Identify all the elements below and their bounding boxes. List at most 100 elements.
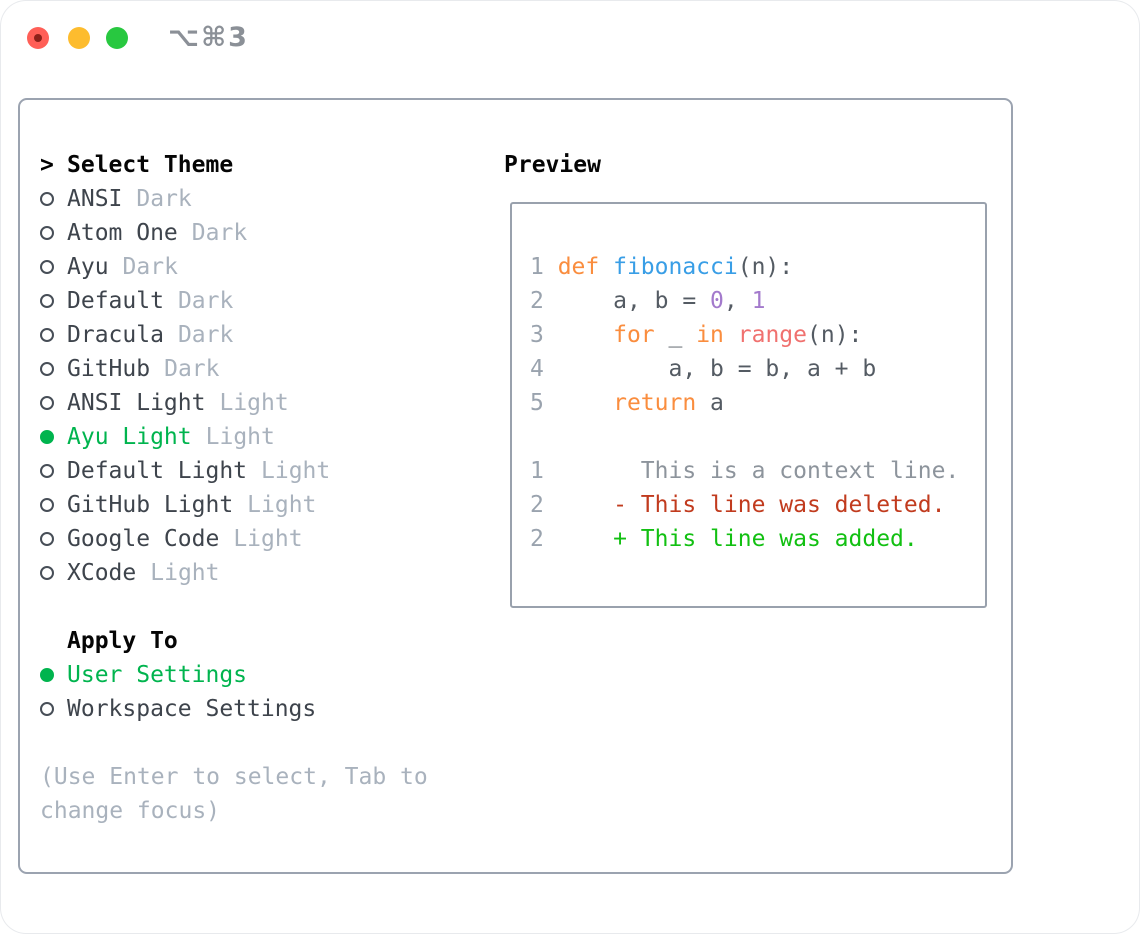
- code-token: range: [737, 322, 807, 348]
- theme-option[interactable]: Google Code Light: [40, 522, 428, 556]
- code-token: 0: [710, 288, 724, 314]
- apply-option-label: User Settings: [67, 662, 248, 688]
- line-number: 1: [530, 254, 558, 280]
- line-number: 1: [530, 458, 558, 484]
- radio-icon: [40, 498, 54, 512]
- line-number: 5: [530, 390, 558, 416]
- hint-text-line1: (Use Enter to select, Tab to: [40, 764, 428, 790]
- theme-option[interactable]: Ayu Light Light: [40, 420, 428, 454]
- line-number: 4: [530, 356, 558, 382]
- radio-marker: [40, 532, 67, 546]
- theme-option[interactable]: Default Dark: [40, 284, 428, 318]
- radio-icon: [40, 226, 54, 240]
- minimize-button[interactable]: [68, 27, 90, 49]
- theme-option[interactable]: GitHub Dark: [40, 352, 428, 386]
- theme-variant-tag: Dark: [177, 288, 234, 314]
- code-token: for: [613, 322, 655, 348]
- radio-marker: [40, 668, 67, 682]
- theme-name: Default Light: [67, 458, 248, 484]
- theme-name: GitHub Light: [67, 492, 234, 518]
- theme-name: GitHub: [67, 356, 151, 382]
- theme-variant-tag: Dark: [164, 356, 220, 382]
- code-token: [558, 390, 613, 416]
- diff-line: 2 - This line was deleted.: [530, 488, 985, 522]
- theme-variant-tag: Light: [219, 390, 289, 416]
- code-token: _: [654, 322, 697, 348]
- radio-marker: [40, 226, 67, 240]
- apply-to-title: Apply To: [67, 628, 178, 654]
- radio-marker: [40, 464, 67, 478]
- radio-marker: [40, 566, 67, 580]
- close-button[interactable]: [27, 27, 49, 49]
- code-token: a, b = b, a + b: [557, 356, 877, 382]
- radio-icon: [40, 260, 54, 274]
- radio-marker: [40, 396, 67, 410]
- code-token: def: [557, 254, 614, 280]
- radio-selected-icon: [40, 430, 54, 444]
- radio-marker: [40, 260, 67, 274]
- code-token: in: [696, 322, 724, 348]
- theme-option[interactable]: GitHub Light Light: [40, 488, 428, 522]
- code-token: [558, 322, 613, 348]
- theme-name: Ayu Light: [67, 424, 192, 450]
- select-theme-header-row: > Select Theme: [40, 148, 428, 182]
- code-token: - This line was deleted.: [557, 492, 946, 518]
- theme-variant-tag: Dark: [136, 186, 192, 212]
- radio-icon: [40, 566, 54, 580]
- line-number: 2: [530, 288, 558, 314]
- hint-text-line2: change focus): [40, 798, 221, 824]
- radio-marker: [40, 294, 67, 308]
- theme-name: Ayu: [67, 254, 109, 280]
- theme-variant-tag: Dark: [177, 322, 234, 348]
- theme-option[interactable]: ANSI Light Light: [40, 386, 428, 420]
- apply-option[interactable]: User Settings: [40, 658, 428, 692]
- radio-marker: [40, 498, 67, 512]
- theme-variant-tag: Light: [150, 560, 220, 586]
- line-number: 2: [530, 526, 558, 552]
- code-token: return: [613, 390, 697, 416]
- radio-icon: [40, 362, 54, 376]
- spacer: [40, 726, 428, 760]
- theme-variant-tag: Light: [233, 526, 303, 552]
- window-shortcut-label: ⌥⌘3: [168, 22, 249, 53]
- theme-name: ANSI Light: [67, 390, 206, 416]
- apply-option[interactable]: Workspace Settings: [40, 692, 428, 726]
- code-token: a, b =: [557, 288, 711, 314]
- code-line: 3 for _ in range(n):: [530, 318, 985, 352]
- theme-name: Google Code: [67, 526, 220, 552]
- code-token: + This line was added.: [557, 526, 918, 552]
- theme-variant-tag: Light: [205, 424, 275, 450]
- code-token: (n):: [737, 254, 794, 280]
- code-line: 2 a, b = 0, 1: [530, 284, 985, 318]
- radio-marker: [40, 192, 67, 206]
- code-line: 1 def fibonacci(n):: [530, 250, 985, 284]
- diff-line: 1 This is a context line.: [530, 454, 985, 488]
- radio-icon: [40, 464, 54, 478]
- theme-name: Atom One: [67, 220, 178, 246]
- blank-line: [530, 420, 985, 454]
- line-number: 2: [530, 492, 558, 518]
- zoom-button[interactable]: [106, 27, 128, 49]
- radio-icon: [40, 702, 54, 716]
- radio-marker: [40, 430, 67, 444]
- code-token: [724, 322, 738, 348]
- select-theme-title: Select Theme: [67, 152, 234, 178]
- close-dot-icon: [34, 34, 42, 42]
- theme-variant-tag: Light: [247, 492, 317, 518]
- theme-name: Default: [67, 288, 164, 314]
- spacer: [40, 590, 428, 624]
- code-token: This is a context line.: [557, 458, 960, 484]
- code-token: a: [696, 390, 724, 416]
